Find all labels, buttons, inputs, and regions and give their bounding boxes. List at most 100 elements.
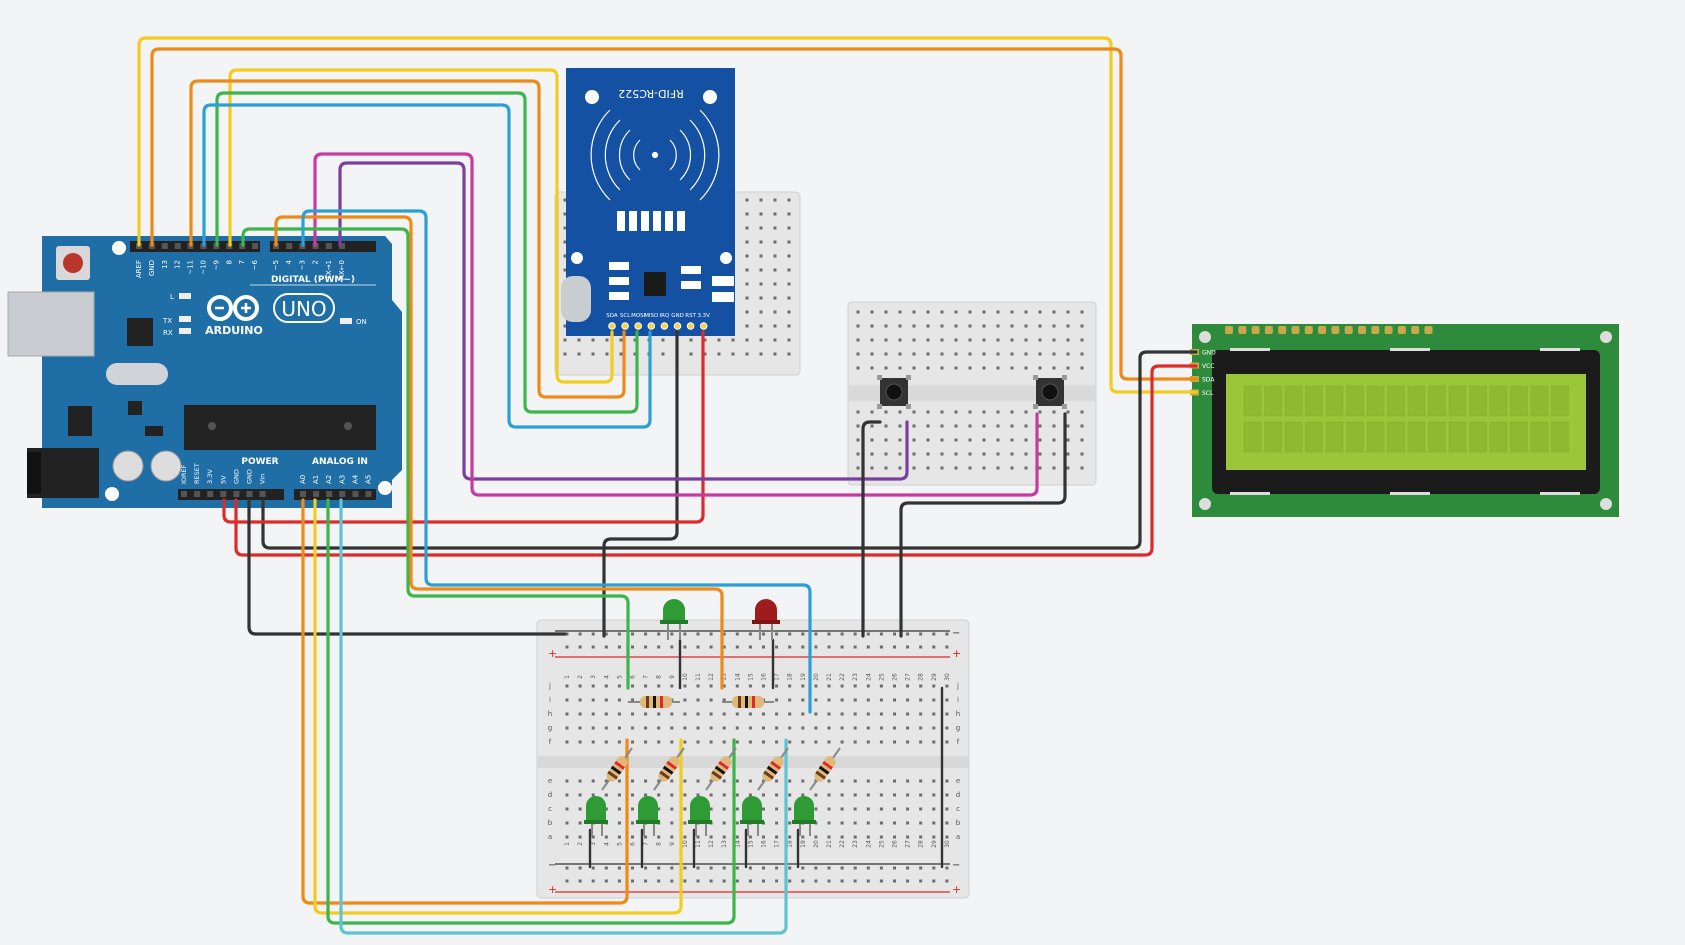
power-pin-hole[interactable] [246,491,253,497]
lcd-pin-label: SCL [1202,390,1214,397]
digital-pin-hole[interactable] [339,243,345,249]
column-number: 16 [761,840,768,848]
power-pin-hole[interactable] [194,491,201,497]
wire-blue-led-pin5 [301,209,812,714]
digital-pin-label: ~9 [212,260,220,270]
rail-minus-bottom-right: − [952,860,960,871]
wire-green-led-pin8 [241,227,630,690]
led-green-top[interactable] [660,599,688,640]
row-letter: f [957,738,960,746]
led-red-top[interactable] [752,599,780,640]
led-tx-label: TX [162,317,172,325]
column-number: 17 [774,673,781,681]
resistor-bottom[interactable] [809,747,841,791]
digital-pin-hole[interactable] [286,243,293,249]
power-pin-label: GND [232,469,240,484]
column-number: 19 [800,840,807,848]
digital-pin-hole[interactable] [325,243,332,249]
power-pin-hole[interactable] [259,491,266,497]
analog-pin-hole[interactable] [352,491,359,497]
wire-yellow-rfid-sda [228,68,614,384]
column-number: 29 [931,840,938,848]
digital-pin-hole[interactable] [252,243,259,249]
digital-pin-hole[interactable] [174,243,181,249]
resistor-bottom[interactable] [757,747,789,791]
row-letter: g [548,724,552,732]
wire-orange-lcd-sda [150,47,1198,381]
analog-pin-hole[interactable] [300,491,306,497]
column-number: 27 [905,673,912,681]
analog-pin-hole[interactable] [313,491,320,497]
wire-green-rfid-mosi [215,91,639,414]
power-pin-hole[interactable] [207,491,214,497]
digital-pin-label: ~11 [187,260,195,275]
led-green-bottom[interactable] [688,796,712,836]
wire-yellow-lcd-scl [137,36,1198,394]
analog-pin-hole[interactable] [326,491,333,497]
analog-pin-hole[interactable] [365,491,372,497]
mini-breadboard-buttons[interactable] [847,301,1097,486]
push-button-left[interactable] [877,375,911,409]
resistor-bottom[interactable] [705,747,737,791]
digital-pin-label: 4 [285,259,293,264]
column-number: 1 [564,842,571,846]
row-letter: c [548,805,552,813]
column-number: 20 [813,673,820,681]
resistor-bottom[interactable] [601,747,633,791]
led-green-bottom[interactable] [740,796,764,836]
column-number: 2 [577,842,584,846]
resistor-bottom[interactable] [653,747,685,791]
power-pin-hole[interactable] [220,491,227,497]
wire-yellow-a1 [313,498,683,915]
led-green-bottom[interactable] [584,796,608,836]
rfid-pin[interactable] [647,322,656,330]
column-number: 21 [826,673,833,681]
led-green-bottom[interactable] [792,796,816,836]
rfid-pin[interactable] [673,322,682,330]
push-button-right[interactable] [1033,375,1067,409]
power-pin-hole[interactable] [233,491,240,497]
rfid-pin[interactable] [621,322,629,330]
column-number: 4 [603,675,610,679]
resistor-top-right[interactable] [722,696,774,708]
power-pin-hole[interactable] [181,491,187,497]
analog-pin-label: A2 [325,475,333,484]
column-number: 25 [878,840,885,848]
column-number: 4 [603,842,610,846]
rfid-pin[interactable] [634,322,643,330]
column-number: 13 [721,673,728,681]
rfid-pin-label: GND [671,313,684,319]
row-letter: e [548,777,552,785]
power-pin-label: 3.3V [206,469,214,484]
rfid-pin[interactable] [686,322,695,330]
rfid-pin[interactable] [660,322,669,330]
resistor-top-left[interactable] [628,696,680,708]
rfid-pin[interactable] [608,322,616,330]
column-number: 9 [669,842,676,846]
column-number: 30 [944,840,951,848]
row-letter: a [548,833,552,841]
column-number: 26 [892,673,899,681]
wire-black-button-right [899,412,1067,638]
rfid-title-label: RFID-RC522 [618,87,683,100]
digital-pin-label: GND [148,260,156,276]
rfid-pin[interactable] [699,322,708,330]
row-letter: d [956,791,960,799]
digital-pin-label: ~5 [272,260,280,270]
analog-pin-hole[interactable] [339,491,346,497]
lcd-pin-label: VCC [1202,363,1214,370]
row-letter: g [956,724,960,732]
lcd-pin-label: GND [1202,350,1216,357]
column-number: 22 [839,673,846,681]
led-green-bottom[interactable] [636,796,660,836]
column-number: 23 [852,840,859,848]
digital-pin-hole[interactable] [161,243,168,249]
wire-black-rfid-gnd [602,330,679,638]
digital-pin-label: 7 [238,260,246,264]
